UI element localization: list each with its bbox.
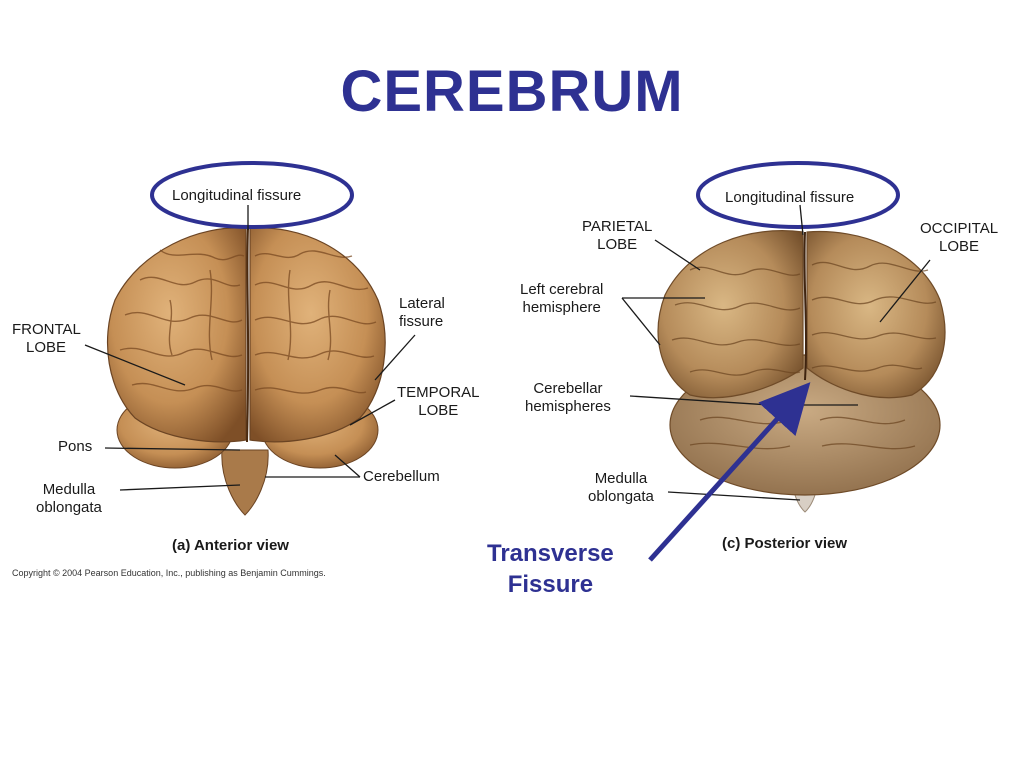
anterior-fissure-highlight <box>150 161 354 229</box>
anterior-brain <box>106 227 386 516</box>
cerebellum-label: Cerebellum <box>363 468 440 485</box>
parietal-lobe-line2: LOBE <box>597 236 638 253</box>
anterior-medulla-label: Medulla oblongata <box>36 481 102 517</box>
frontal-lobe-label: FRONTAL LOBE <box>12 321 81 357</box>
left-hemisphere-line2: hemisphere <box>522 299 601 316</box>
cerebellar-line2: hemispheres <box>525 398 611 415</box>
anterior-leader-lines <box>84 205 416 491</box>
cerebellar-line1: Cerebellar <box>533 380 603 397</box>
cerebellar-hemispheres-label: Cerebellar hemispheres <box>525 380 611 416</box>
left-hemisphere-line1: Left cerebral <box>520 281 604 298</box>
transverse-fissure-annotation: Transverse Fissure <box>487 538 614 600</box>
parietal-lobe-line1: PARIETAL <box>582 218 653 235</box>
pons-label: Pons <box>58 438 93 455</box>
occipital-lobe-label: OCCIPITAL LOBE <box>920 220 998 256</box>
transverse-fissure-line1: Transverse <box>487 540 614 567</box>
lateral-fissure-line2: fissure <box>399 313 444 330</box>
lateral-fissure-line1: Lateral <box>399 295 445 312</box>
posterior-medulla-label: Medulla oblongata <box>588 470 654 506</box>
temporal-lobe-label: TEMPORAL LOBE <box>397 384 480 420</box>
transverse-fissure-arrow <box>648 382 811 562</box>
anterior-caption: (a) Anterior view <box>172 537 289 554</box>
parietal-lobe-label: PARIETAL LOBE <box>582 218 652 254</box>
posterior-brain <box>657 230 946 513</box>
transverse-fissure-line2: Fissure <box>507 571 594 598</box>
temporal-lobe-line2: LOBE <box>418 402 459 419</box>
posterior-longitudinal-fissure-label: Longitudinal fissure <box>725 189 855 206</box>
occipital-lobe-line2: LOBE <box>939 238 980 255</box>
copyright-notice: Copyright © 2004 Pearson Education, Inc.… <box>12 568 326 578</box>
frontal-lobe-line2: LOBE <box>26 339 67 356</box>
frontal-lobe-line1: FRONTAL <box>12 321 81 338</box>
anterior-medulla-line1: Medulla <box>42 481 96 498</box>
anterior-medulla-line2: oblongata <box>36 499 102 516</box>
posterior-caption: (c) Posterior view <box>722 535 848 552</box>
slide-title: CEREBRUM <box>340 59 684 124</box>
lateral-fissure-label: Lateral fissure <box>399 295 445 331</box>
posterior-medulla-line2: oblongata <box>588 488 654 505</box>
posterior-medulla-line1: Medulla <box>594 470 648 487</box>
occipital-lobe-line1: OCCIPITAL <box>920 220 999 237</box>
posterior-fissure-highlight <box>696 161 900 229</box>
anterior-longitudinal-fissure-label: Longitudinal fissure <box>172 187 302 204</box>
left-cerebral-hemisphere-label: Left cerebral hemisphere <box>520 281 603 317</box>
temporal-lobe-line1: TEMPORAL <box>397 384 480 401</box>
